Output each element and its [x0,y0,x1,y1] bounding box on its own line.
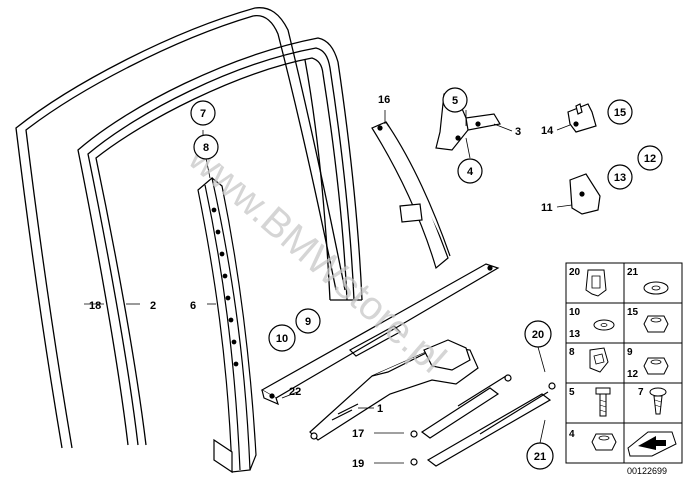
callout-21: 21 [526,442,554,470]
leader-lines [84,110,573,464]
grid-label-9: 9 [627,347,633,358]
label-2: 2 [150,300,156,312]
label-18: 18 [89,300,101,312]
part-14-clip [567,103,597,133]
callout-20-text: 20 [532,329,544,341]
callout-9: 9 [295,308,321,334]
grid-label-15: 15 [627,307,639,318]
callout-12: 12 [637,145,663,171]
part-22-rail [260,263,500,406]
grid-label-21: 21 [627,267,639,278]
grid-label-13: 13 [569,329,581,340]
small-parts-grid: 20 21 10 13 15 8 9 12 5 7 4 [565,262,683,464]
part-1-regulator [309,339,479,441]
callout-10: 10 [268,324,296,352]
part-11-clip [569,173,601,215]
callout-8-text: 8 [203,142,209,154]
grid-label-8: 8 [569,347,575,358]
part-19-gas-strut [410,382,556,467]
direction-arrow-icon [627,431,677,457]
part-17-gas-strut [410,374,512,439]
callout-4-text: 4 [467,166,474,178]
label-11: 11 [541,202,553,214]
label-19: 19 [352,458,364,470]
label-1: 1 [377,403,383,415]
plain-labels: 18 2 6 16 3 14 11 22 1 17 19 [89,94,554,470]
grid-label-7: 7 [638,387,644,398]
callout-8: 8 [193,134,219,160]
callout-4: 4 [457,158,483,184]
part-2-inner-seal [77,37,363,446]
callout-10-text: 10 [276,333,288,345]
part-16-curved-bracket [371,121,451,270]
label-14: 14 [541,125,554,137]
callout-20: 20 [524,320,552,348]
grid-label-5: 5 [569,387,575,398]
callout-5: 5 [442,87,468,113]
grid-label-20: 20 [569,267,581,278]
reference-number: 00122699 [627,466,667,476]
circle-labels: 7 8 5 4 15 12 13 9 [190,87,663,470]
label-22: 22 [289,386,301,398]
label-6: 6 [190,300,196,312]
callout-7: 7 [190,100,216,126]
grid-label-10: 10 [569,307,581,318]
label-17: 17 [352,428,364,440]
grid-label-12: 12 [627,369,639,380]
callout-12-text: 12 [644,153,656,165]
callout-13-text: 13 [614,172,626,184]
part-18-outer-seal [15,7,346,449]
label-16: 16 [378,94,390,106]
callout-9-text: 9 [305,316,311,328]
callout-5-text: 5 [452,95,458,107]
part-6-guide-rail [197,176,257,474]
callout-13: 13 [607,164,633,190]
callout-7-text: 7 [200,108,206,120]
callout-15-text: 15 [614,107,626,119]
grid-label-4: 4 [569,429,575,440]
callout-21-text: 21 [534,451,546,463]
label-3: 3 [515,126,521,138]
callout-15: 15 [607,99,633,125]
